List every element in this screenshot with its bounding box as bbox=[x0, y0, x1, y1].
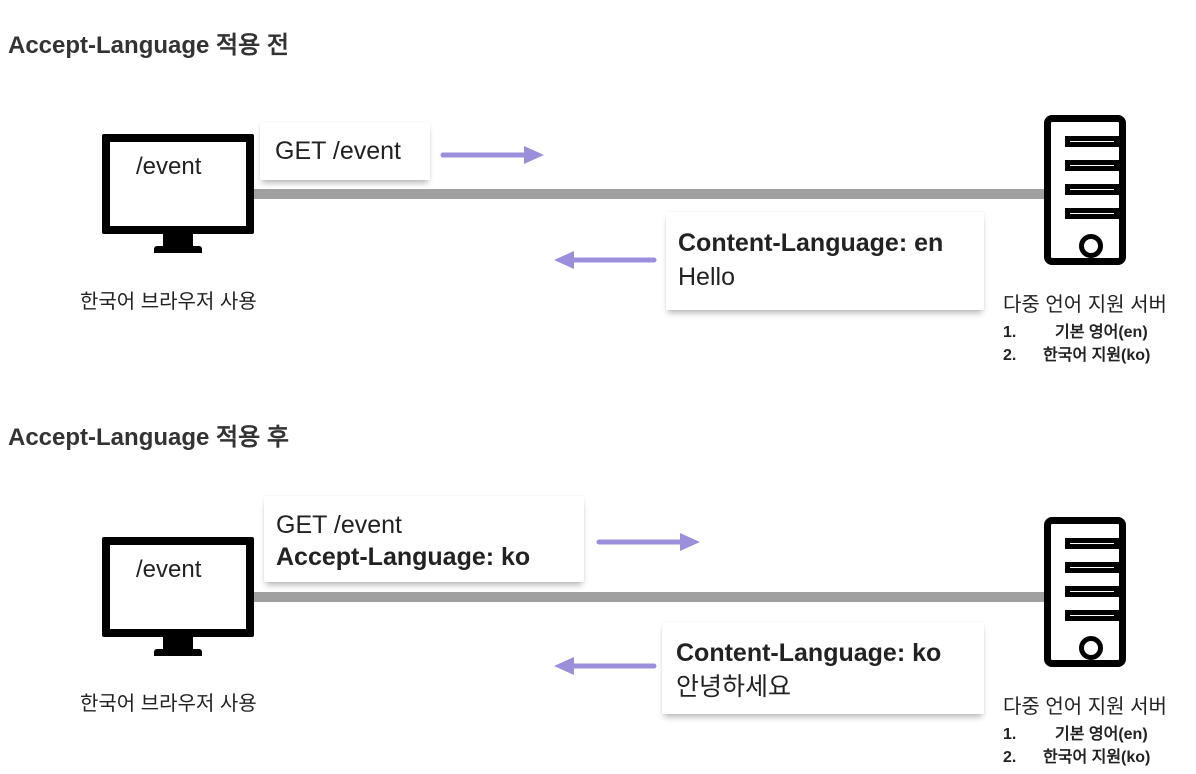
connection-line bbox=[250, 592, 1050, 602]
request-arrow bbox=[440, 146, 544, 164]
monitor-screen-text: /event bbox=[136, 556, 202, 583]
browser-caption: 한국어 브라우저 사용 bbox=[80, 291, 257, 313]
monitor-screen-text: /event bbox=[136, 153, 202, 180]
server-tower-icon bbox=[1044, 115, 1126, 265]
request-header-line: Accept-Language: ko bbox=[276, 543, 531, 571]
server-feature-list: 1.기본 영어(en) 2.한국어 지원(ko) bbox=[1003, 720, 1150, 766]
request-message: GET /event Accept-Language: ko bbox=[264, 496, 584, 582]
request-arrow bbox=[596, 533, 700, 551]
response-arrow bbox=[554, 251, 657, 269]
request-message: GET /event bbox=[260, 122, 430, 180]
request-line: GET /event bbox=[275, 137, 401, 165]
server-feature-item: 1.기본 영어(en) bbox=[1003, 726, 1148, 743]
browser-caption: 한국어 브라우저 사용 bbox=[80, 693, 257, 715]
monitor-icon: /event bbox=[102, 134, 254, 304]
server-tower-icon bbox=[1044, 517, 1126, 667]
response-message: Content-Language: en Hello bbox=[666, 212, 984, 310]
server-feature-item: 1.기본 영어(en) bbox=[1003, 324, 1148, 341]
response-header-line: Content-Language: ko bbox=[676, 639, 942, 667]
response-body-line: Hello bbox=[678, 263, 735, 291]
server-feature-item: 2.한국어 지원(ko) bbox=[1003, 749, 1151, 766]
server-caption: 다중 언어 지원 서버 bbox=[1003, 294, 1167, 316]
request-line: GET /event bbox=[276, 511, 402, 539]
response-header-line: Content-Language: en bbox=[678, 229, 944, 257]
section-title-after: Accept-Language 적용 후 bbox=[8, 424, 289, 451]
server-caption: 다중 언어 지원 서버 bbox=[1003, 696, 1167, 718]
response-arrow bbox=[554, 657, 657, 675]
response-body-line: 안녕하세요 bbox=[676, 673, 792, 701]
server-feature-list: 1.기본 영어(en) 2.한국어 지원(ko) bbox=[1003, 318, 1150, 364]
connection-line bbox=[250, 189, 1050, 199]
server-feature-item: 2.한국어 지원(ko) bbox=[1003, 347, 1151, 364]
section-title-before: Accept-Language 적용 전 bbox=[8, 32, 289, 59]
response-message: Content-Language: ko 안녕하세요 bbox=[662, 622, 984, 714]
monitor-icon: /event bbox=[102, 537, 254, 707]
